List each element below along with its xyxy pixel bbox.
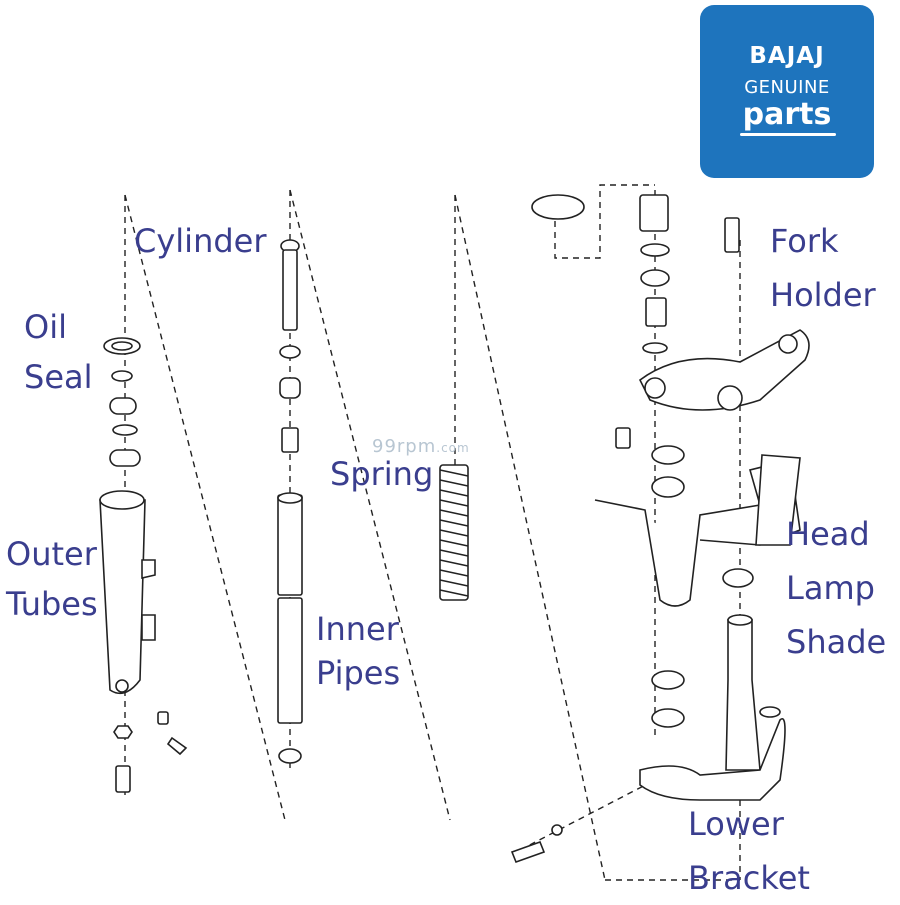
outer-tube-parts [99, 337, 188, 793]
watermark: 99rpm.com [372, 436, 470, 457]
watermark-main: 99rpm [372, 436, 437, 457]
logo-parts-text: parts [742, 97, 832, 132]
label-head: Head [786, 515, 870, 553]
label-cylinder: Cylinder [134, 222, 267, 260]
label-lamp: Lamp [786, 569, 875, 607]
label-fork: Fork [770, 222, 839, 260]
label-tubes: Tubes [6, 585, 98, 623]
label-inner: Inner [316, 610, 399, 648]
bajaj-genuine-parts-logo: BAJAJ GENUINE parts [700, 5, 874, 178]
spring-part [439, 464, 469, 601]
label-pipes: Pipes [316, 654, 401, 692]
label-bracket: Bracket [688, 859, 810, 897]
label-lower: Lower [688, 805, 784, 843]
watermark-suffix: .com [436, 441, 470, 455]
label-shade: Shade [786, 623, 887, 661]
logo-genuine-text: GENUINE [744, 77, 830, 98]
label-holder: Holder [770, 276, 876, 314]
logo-brand-text: BAJAJ [749, 43, 825, 69]
label-oil: Oil [24, 308, 67, 346]
label-seal: Seal [24, 358, 93, 396]
steering-parts [510, 194, 810, 864]
logo-swoosh [740, 133, 836, 136]
label-outer: Outer [6, 535, 97, 573]
label-spring: Spring [330, 455, 434, 493]
inner-pipe-parts [277, 239, 303, 764]
